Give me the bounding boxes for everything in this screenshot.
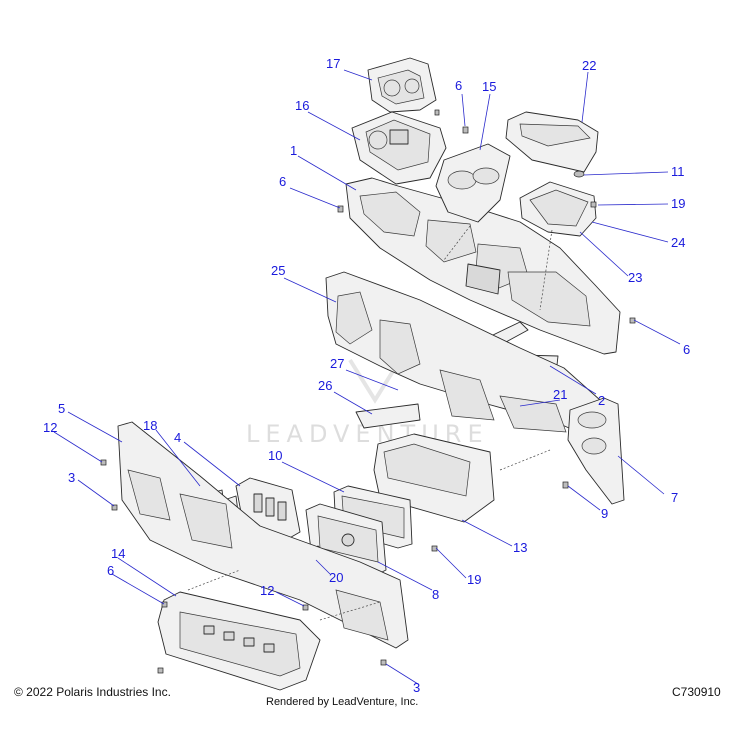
callout-14: 14 — [111, 546, 125, 561]
diagram-code: C730910 — [672, 685, 721, 699]
callout-20: 20 — [329, 570, 343, 585]
watermark-logo — [348, 358, 402, 404]
callout-1: 1 — [290, 143, 297, 158]
part-25-main-dash-frame — [325, 271, 611, 441]
callout-26: 26 — [318, 378, 332, 393]
callout-6: 6 — [107, 563, 114, 578]
callout-3: 3 — [68, 470, 75, 485]
callout-10: 10 — [268, 448, 282, 463]
callout-6: 6 — [455, 78, 462, 93]
part-24-storage-bin — [519, 181, 597, 237]
callout-11: 11 — [671, 164, 685, 179]
part-15-cupholder-insert — [435, 143, 511, 223]
part-22-storage-lid — [505, 111, 599, 173]
rendered-by-text: Rendered by LeadVenture, Inc. — [266, 696, 418, 708]
callout-4: 4 — [174, 430, 181, 445]
alignment-lines — [187, 225, 553, 621]
callout-22: 22 — [582, 58, 596, 73]
fasteners — [100, 109, 636, 674]
callout-6: 6 — [683, 342, 690, 357]
callout-19: 19 — [671, 196, 685, 211]
callout-13: 13 — [513, 540, 527, 555]
leader-lines — [53, 69, 681, 685]
part-16-gauge-housing — [351, 111, 447, 185]
callout-24: 24 — [671, 235, 685, 250]
copyright-text: © 2022 Polaris Industries Inc. — [14, 685, 171, 699]
callout-19: 19 — [467, 572, 481, 587]
part-5-lower-dash-frame — [117, 421, 409, 649]
part-7-right-cupholder-panel — [567, 397, 625, 505]
callout-3: 3 — [413, 680, 420, 695]
part-17-gauge-bezel — [367, 57, 437, 113]
callout-5: 5 — [58, 401, 65, 416]
callout-25: 25 — [271, 263, 285, 278]
callout-27: 27 — [330, 356, 344, 371]
callout-21: 21 — [553, 387, 567, 402]
callout-labels: 17 16 1 6 6 15 22 11 19 24 23 6 25 27 26… — [43, 56, 690, 695]
callout-17: 17 — [326, 56, 340, 71]
part-26-trim-strip — [355, 403, 421, 429]
part-1-upper-dash — [345, 177, 621, 355]
callout-2: 2 — [598, 393, 605, 408]
callout-16: 16 — [295, 98, 309, 113]
callout-6: 6 — [279, 174, 286, 189]
callout-7: 7 — [671, 490, 678, 505]
callout-12: 12 — [260, 583, 274, 598]
callout-18: 18 — [143, 418, 157, 433]
callout-15: 15 — [482, 79, 496, 94]
callout-8: 8 — [432, 587, 439, 602]
callout-9: 9 — [601, 506, 608, 521]
callout-23: 23 — [628, 270, 642, 285]
part-14-lower-center-panel — [157, 591, 321, 691]
callout-12: 12 — [43, 420, 57, 435]
